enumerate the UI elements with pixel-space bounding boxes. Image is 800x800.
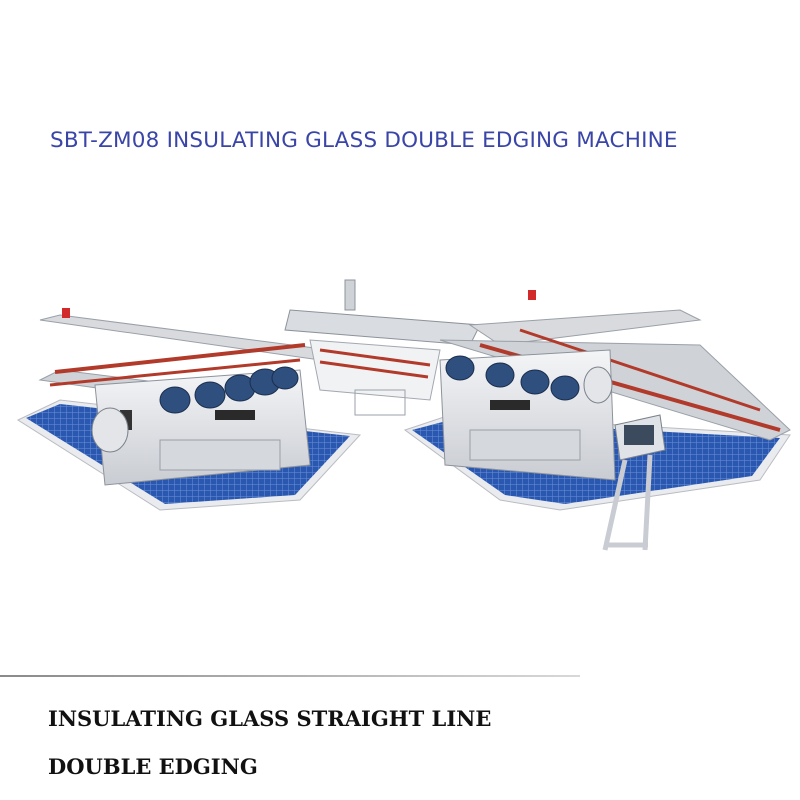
transfer-station [284, 279, 481, 416]
edging-machine-illustration [16, 279, 791, 551]
caption-line-2: DOUBLE EDGING [48, 754, 258, 779]
right-machine-body [439, 349, 616, 481]
divider-line [0, 675, 580, 677]
left-machine-body [91, 366, 311, 486]
control-panel [602, 414, 666, 551]
caption-line-1: INSULATING GLASS STRAIGHT LINE [48, 706, 492, 731]
page-title: SBT-ZM08 INSULATING GLASS DOUBLE EDGING … [50, 128, 678, 153]
